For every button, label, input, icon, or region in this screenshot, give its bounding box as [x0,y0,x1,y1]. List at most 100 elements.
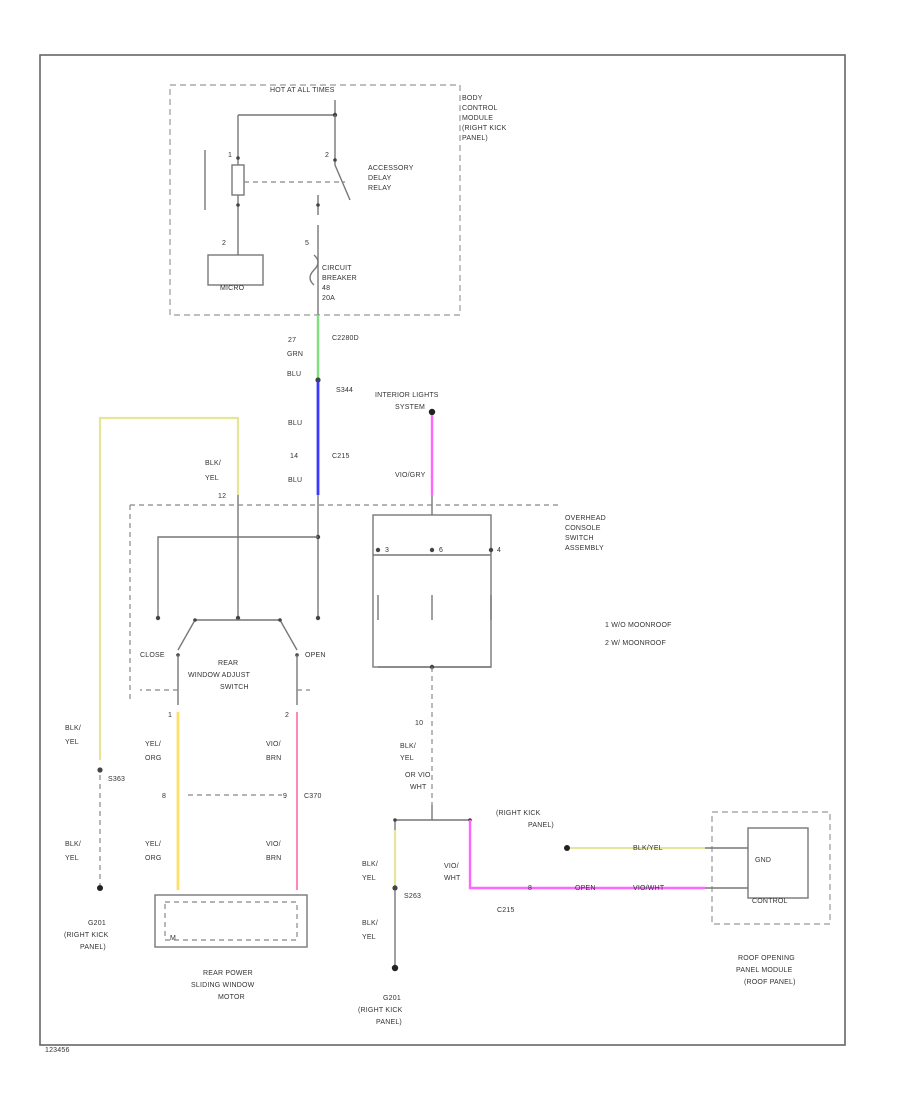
splice-s344 [315,377,321,383]
svg-text:VIO/: VIO/ [266,741,281,748]
svg-text:12: 12 [218,493,226,500]
rear-motor-box [154,894,308,948]
motor-m-label: M [170,935,176,942]
svg-text:BLK/: BLK/ [65,725,81,732]
connector-c2280d: C2280D [332,335,359,342]
svg-text:REAR: REAR [218,660,238,667]
bcm-feed-wire [238,100,336,116]
svg-text:ASSEMBLY: ASSEMBLY [565,545,604,552]
close-label: CLOSE [140,652,165,659]
svg-text:WHT: WHT [444,875,461,882]
splice-s363 [97,767,103,773]
connector-c370: C370 [304,793,322,800]
svg-text:PANEL): PANEL) [528,822,554,829]
svg-text:REAR POWER: REAR POWER [203,970,253,977]
wire-vio-gry: VIO/GRY [395,472,426,479]
svg-text:4: 4 [497,547,501,554]
splice-s263 [392,885,398,891]
svg-text:YEL: YEL [400,755,414,762]
moonroof-legend: 1 W/O MOONROOF 2 W/ MOONROOF [605,622,672,647]
svg-text:BLK/: BLK/ [362,861,378,868]
magenta-wire-roof [468,820,705,890]
svg-text:SYSTEM: SYSTEM [395,404,425,411]
splice-s363-label: S363 [108,776,125,783]
svg-text:BLK/: BLK/ [65,841,81,848]
svg-text:VIO/: VIO/ [266,841,281,848]
relay-coil [231,164,245,196]
switch-feed-left [157,536,318,620]
svg-text:INTERIOR LIGHTS: INTERIOR LIGHTS [375,392,439,399]
splice-s263-label: S263 [404,893,421,900]
svg-text:(ROOF PANEL): (ROOF PANEL) [744,979,796,986]
svg-text:VIO/: VIO/ [444,863,459,870]
svg-text:10: 10 [415,720,423,727]
ground-left-label: G201 (RIGHT KICK PANEL) [64,920,109,951]
svg-text:8: 8 [162,793,166,800]
control-label: CONTROL [752,898,788,905]
olive-wire [98,416,240,760]
svg-text:WHT: WHT [410,784,427,791]
micro-label: MICRO [220,285,245,292]
svg-text:SLIDING WINDOW: SLIDING WINDOW [191,982,255,989]
rear-motor-label: REAR POWER SLIDING WINDOW MOTOR [191,970,255,1001]
circuit-breaker-symbol [309,254,319,286]
svg-text:PANEL): PANEL) [80,944,106,951]
svg-text:YEL/: YEL/ [145,841,161,848]
hot-at-all-times-label: HOT AT ALL TIMES [270,87,335,94]
gnd-label: GND [755,857,771,864]
svg-text:YEL: YEL [65,855,79,862]
svg-text:S344: S344 [336,387,353,394]
wire-vio-wht-roof: VIO/WHT [633,885,665,892]
svg-text:CIRCUIT: CIRCUIT [322,265,352,272]
rear-window-switch-label: REAR WINDOW ADJUST SWITCH [188,660,250,691]
svg-text:1: 1 [168,712,172,719]
body-control-module-box [169,84,461,316]
svg-text:CONTROL: CONTROL [462,105,498,112]
roof-module-label: ROOF OPENING PANEL MODULE (ROOF PANEL) [736,955,796,986]
diagram-code: 123456 [45,1047,70,1054]
svg-text:20A: 20A [322,295,335,302]
relay-switch [334,150,351,201]
connector-c215-b: C215 [497,907,515,914]
wire-blk-yel-roof: BLK/YEL [633,845,663,852]
svg-text:BLK/: BLK/ [205,460,221,467]
open-label: OPEN [305,652,326,659]
svg-text:MOTOR: MOTOR [218,994,245,1001]
svg-text:ORG: ORG [145,755,162,762]
diagram-frame [39,54,846,1046]
svg-text:14: 14 [290,453,298,460]
svg-text:BRN: BRN [266,755,281,762]
svg-text:G201: G201 [88,920,106,927]
svg-text:2: 2 [285,712,289,719]
svg-text:BLU: BLU [288,420,302,427]
svg-text:6: 6 [439,547,443,554]
ground-left [97,885,103,891]
svg-text:MODULE: MODULE [462,115,493,122]
svg-text:(RIGHT KICK: (RIGHT KICK [64,932,109,939]
svg-text:DELAY: DELAY [368,175,392,182]
svg-text:PANEL): PANEL) [462,135,488,142]
overhead-console-box [372,514,492,668]
svg-text:8: 8 [528,885,532,892]
overhead-console-label: OVERHEAD CONSOLE SWITCH ASSEMBLY [565,515,606,552]
svg-text:1 W/O MOONROOF: 1 W/O MOONROOF [605,622,672,629]
svg-text:ORG: ORG [145,855,162,862]
right-kick-heading: (RIGHT KICK [496,810,541,817]
bcm-label: BODY CONTROL MODULE (RIGHT KICK PANEL) [462,95,506,142]
svg-text:BREAKER: BREAKER [322,275,357,282]
connector-c215: C215 [332,453,350,460]
svg-text:YEL/: YEL/ [145,741,161,748]
console-switches [377,595,492,620]
svg-text:YEL: YEL [362,875,376,882]
svg-text:BODY: BODY [462,95,483,102]
svg-text:27: 27 [288,337,296,344]
svg-text:2: 2 [325,152,329,159]
right-kick-label: (RIGHT KICK PANEL) [496,810,554,829]
svg-text:BLK/: BLK/ [400,743,416,750]
svg-text:48: 48 [322,285,330,292]
svg-text:G201: G201 [383,995,401,1002]
svg-text:1: 1 [228,152,232,159]
svg-text:PANEL MODULE: PANEL MODULE [736,967,793,974]
ground-right [564,845,570,851]
